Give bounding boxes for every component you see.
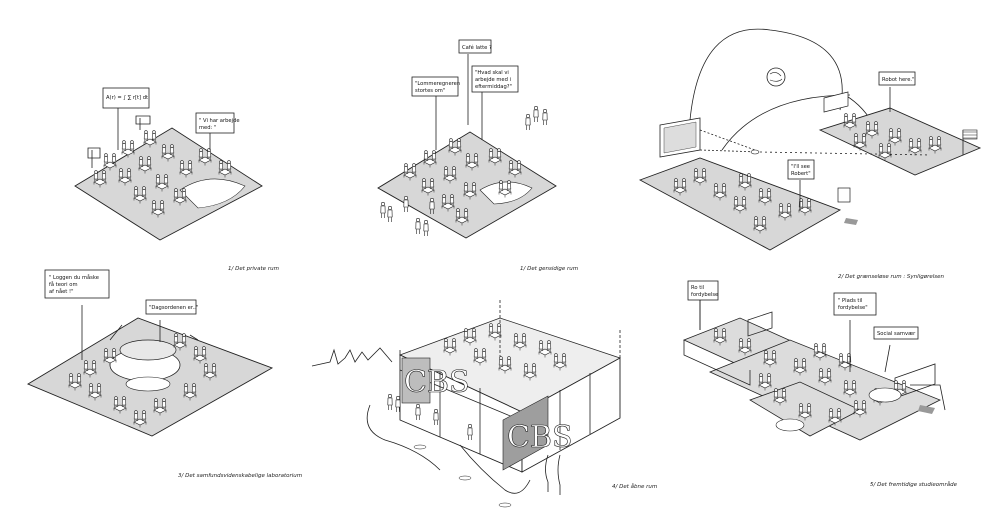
speech-bubble <box>44 269 110 299</box>
bubble-text: Café latte ? <box>462 44 492 51</box>
bubble-text: " Vi har arbejde <box>199 118 240 124</box>
panel-caption: 5/ Det fremtidige studieområde <box>870 481 958 488</box>
panel-future-study-area: Ro til fordybelse " Plads til fordybelse… <box>682 280 958 488</box>
panel-caption: 1/ Det gensidige rum <box>520 266 578 272</box>
panel-mutual-room: Café latte ? "Lommeregneren stortes om" … <box>377 39 578 272</box>
speech-bubble <box>195 112 235 134</box>
bubble-text: "I'll see <box>791 164 810 170</box>
panel-social-science-lab: " Loggen du måske få teori om af nået !"… <box>27 269 302 479</box>
bubble-text: arbejde med i <box>475 77 511 83</box>
speech-bubble <box>145 299 197 315</box>
bubble-text: stortes om" <box>415 88 445 94</box>
speech-bubble <box>833 292 877 316</box>
bubble-text: med: " <box>199 125 216 131</box>
bubble-text: Robert" <box>791 171 811 177</box>
globe-icon <box>766 67 786 87</box>
logo-sign <box>837 187 851 203</box>
bubble-text: " Loggen du måske <box>49 274 99 281</box>
panel-caption: 4/ Det åbne rum <box>612 483 657 490</box>
speech-bubble <box>458 39 492 54</box>
video-screen <box>823 91 849 113</box>
floor-plate <box>818 107 982 176</box>
bubble-text: "Hvad skal vi <box>475 70 509 76</box>
speech-bubble <box>411 76 459 97</box>
cbs-sign: CBS <box>404 365 470 400</box>
speech-bubble <box>878 71 916 86</box>
speech-bubble <box>471 65 519 93</box>
bubble-text: eftermiddag?" <box>475 84 512 90</box>
panel-open-room: CBS CBS 4/ Det åbne rum <box>311 300 657 508</box>
panel-caption: 1/ Det private rum <box>228 266 279 272</box>
floor-plate <box>638 157 842 251</box>
cbs-sign: CBS <box>507 420 573 455</box>
bubble-text: af nået !" <box>49 288 73 295</box>
flag-icon <box>962 129 978 140</box>
bubble-text: " Plads til <box>838 298 862 304</box>
speech-bubble <box>687 280 719 301</box>
speech-bubble <box>102 87 150 109</box>
bubble-text: "Lommeregneren <box>415 81 460 87</box>
bubble-text: A(r) = ∫ ∑ r[t] dt <box>106 95 148 101</box>
speech-bubble <box>873 326 919 340</box>
bubble-text: Ro til <box>691 285 704 291</box>
panel-borderless-room: Robot here." "I'll see Robert" 2/ Det gr… <box>638 28 982 280</box>
speech-bubble <box>787 159 815 180</box>
panel-caption: 3/ Det samfundsvidenskabelige laboratori… <box>178 473 302 479</box>
panel-caption: 2/ Det grænseløse rum : Synligørelsen <box>838 274 944 280</box>
bubble-text: Robot here." <box>882 77 914 83</box>
bubble-text: fordybelse" <box>838 305 868 311</box>
bubble-text: fordybelse <box>691 292 718 298</box>
bubble-text: Social samvær <box>877 331 916 337</box>
bubble-text: "Dagsordenen er.." <box>149 305 198 311</box>
floor-plate <box>74 127 263 241</box>
panel-private-room: A(r) = ∫ ∑ r[t] dt " Vi har arbejde med:… <box>74 87 279 272</box>
bubble-text: få teori om <box>49 281 78 288</box>
